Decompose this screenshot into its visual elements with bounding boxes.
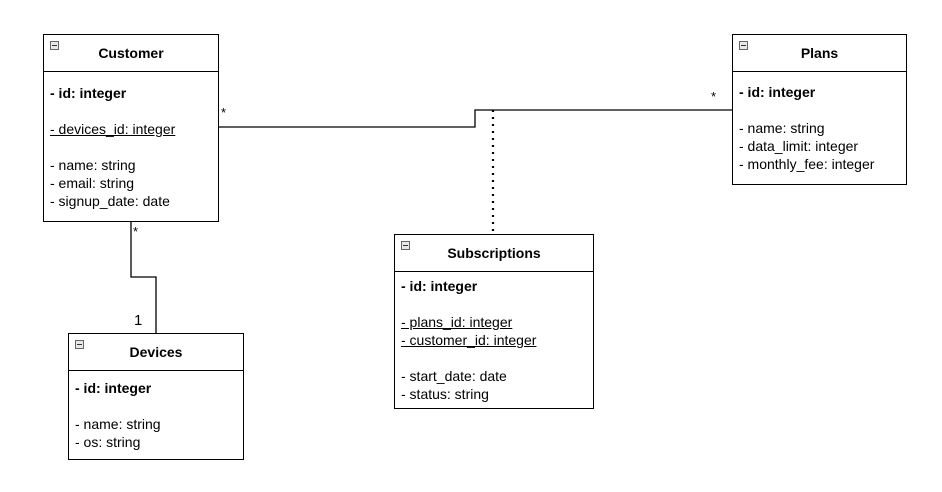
devices-class[interactable]: Devices - id: integer - name: string - o…: [68, 333, 244, 460]
customer-attribute: - signup_date: date: [50, 193, 170, 209]
customer-class-header[interactable]: Customer: [44, 35, 218, 72]
subscriptions-class-title: Subscriptions: [447, 245, 541, 261]
customer-plans-connector[interactable]: [219, 109, 732, 128]
devices-class-title: Devices: [129, 344, 183, 360]
customer-class-title: Customer: [98, 45, 164, 61]
collapse-icon[interactable]: [50, 41, 59, 50]
subscriptions-pk-attribute: - id: integer: [401, 278, 478, 294]
customer-class[interactable]: Customer - id: integer - devices_id: int…: [43, 34, 219, 222]
customer-fk-attribute: - devices_id: integer: [50, 121, 176, 137]
plans-class-header[interactable]: Plans: [733, 35, 906, 72]
subscriptions-fk-attribute: - customer_id: integer: [401, 332, 537, 348]
customer-attribute: - email: string: [50, 175, 135, 191]
subscriptions-fk-attribute: - plans_id: integer: [401, 314, 513, 330]
plans-attribute: - data_limit: integer: [739, 138, 859, 154]
plans-pk-attribute: - id: integer: [739, 84, 816, 100]
devices-class-header[interactable]: Devices: [69, 334, 243, 371]
collapse-icon[interactable]: [401, 241, 410, 250]
plans-class-title: Plans: [800, 45, 839, 61]
subscriptions-class-header[interactable]: Subscriptions: [395, 235, 593, 272]
customer-devices-multiplicity-customer: *: [133, 224, 139, 239]
plans-attribute: - monthly_fee: integer: [739, 156, 875, 172]
subscriptions-attribute: - status: string: [401, 386, 489, 402]
devices-pk-attribute: - id: integer: [75, 380, 152, 396]
customer-plans-multiplicity-customer: *: [221, 105, 227, 120]
devices-attribute: - name: string: [75, 416, 161, 432]
plans-class[interactable]: Plans - id: integer - name: string - dat…: [732, 34, 907, 185]
customer-devices-connector[interactable]: [130, 222, 157, 333]
subscriptions-class[interactable]: Subscriptions - id: integer - plans_id: …: [394, 234, 594, 409]
customer-devices-multiplicity-devices: 1: [134, 312, 143, 329]
collapse-icon[interactable]: [739, 41, 748, 50]
customer-plans-multiplicity-plans: *: [711, 89, 717, 104]
collapse-icon[interactable]: [75, 340, 84, 349]
devices-attribute: - os: string: [75, 434, 141, 450]
customer-attribute: - name: string: [50, 157, 136, 173]
plans-attribute: - name: string: [739, 120, 825, 136]
subscriptions-attribute: - start_date: date: [401, 368, 507, 384]
customer-pk-attribute: - id: integer: [50, 85, 127, 101]
